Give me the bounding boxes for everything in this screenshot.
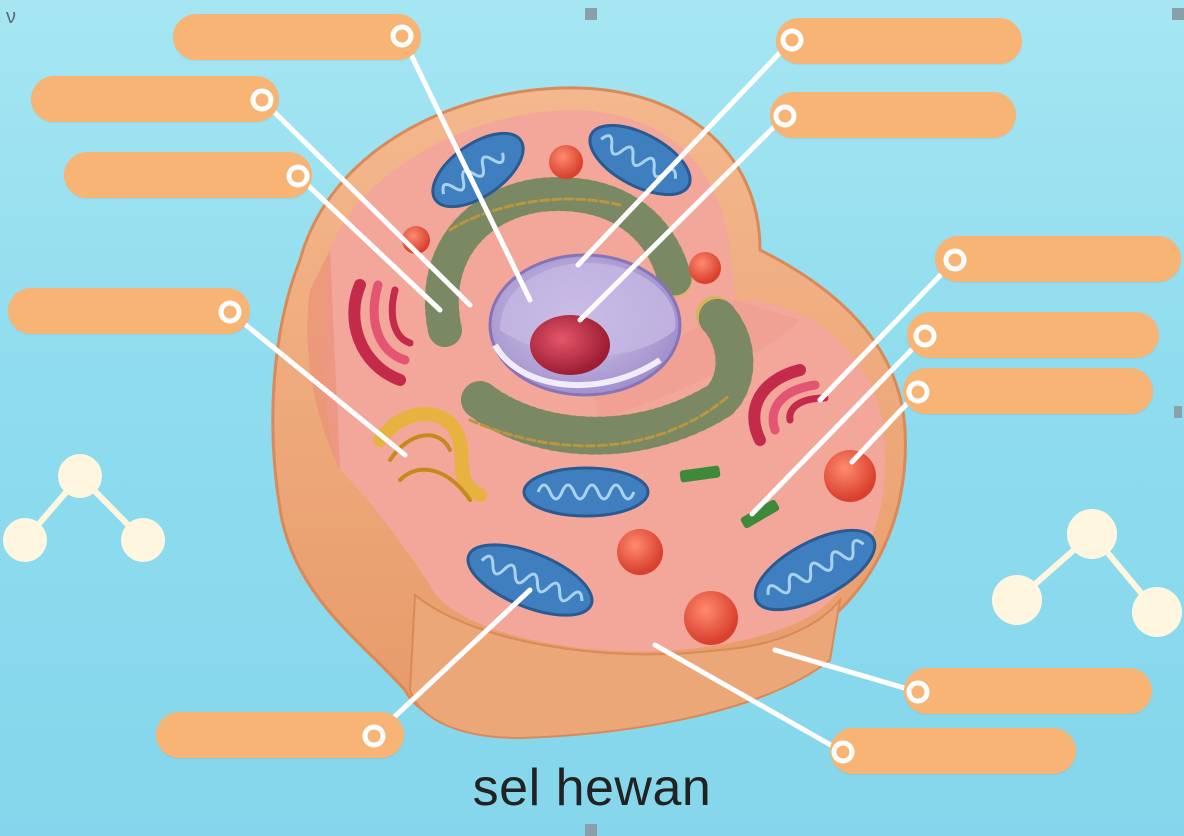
resize-handle-top[interactable] xyxy=(585,8,597,20)
label-slot-2[interactable] xyxy=(31,76,279,122)
resize-handle-bottom[interactable] xyxy=(585,824,597,836)
label-slot-7[interactable] xyxy=(770,92,1016,138)
label-slot-10[interactable] xyxy=(903,368,1153,414)
animal-cell xyxy=(273,88,906,738)
label-slot-1[interactable] xyxy=(173,14,421,60)
label-slot-3[interactable] xyxy=(64,152,312,198)
label-slot-4[interactable] xyxy=(8,288,250,334)
diagram-title: sel hewan xyxy=(0,758,1184,818)
nucleolus xyxy=(530,315,610,375)
corner-mark: ν xyxy=(6,6,16,29)
label-slot-6[interactable] xyxy=(776,18,1022,64)
label-slot-11[interactable] xyxy=(904,668,1152,714)
resize-handle-top-right[interactable] xyxy=(1172,8,1184,20)
label-slot-9[interactable] xyxy=(907,312,1159,358)
molecule-decoration-right xyxy=(995,512,1179,634)
label-slot-5[interactable] xyxy=(156,712,404,758)
label-slot-8[interactable] xyxy=(935,236,1181,282)
molecule-decoration-left xyxy=(6,457,162,559)
resize-handle-right[interactable] xyxy=(1174,406,1182,418)
